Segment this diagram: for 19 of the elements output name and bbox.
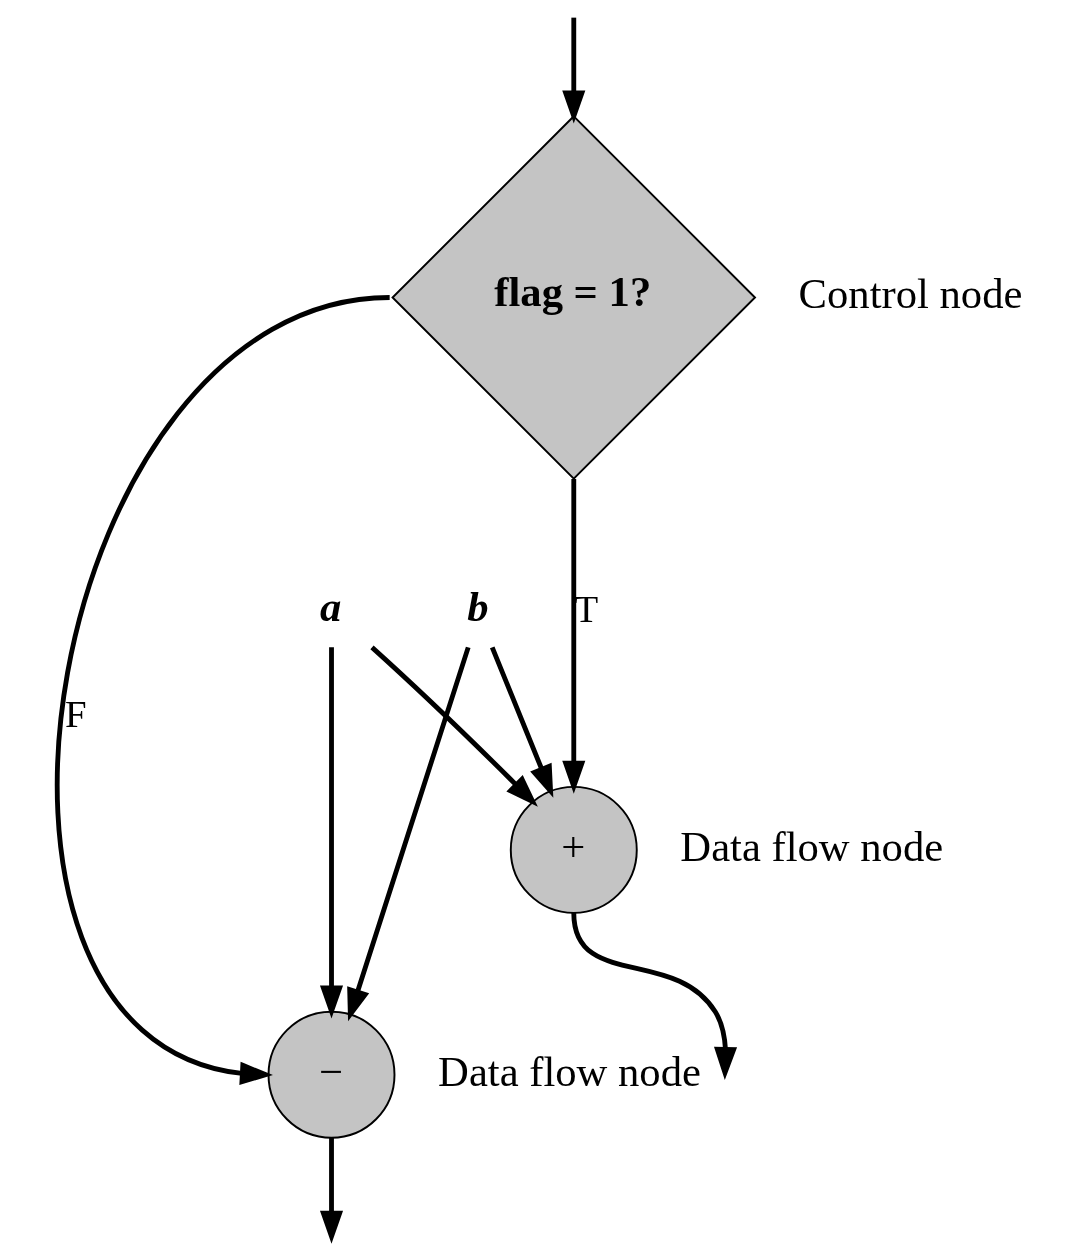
node-text: b — [467, 583, 489, 631]
arrow — [319, 1138, 344, 1244]
node-circle: − — [267, 1010, 396, 1139]
arrow — [55, 295, 391, 1085]
arrow — [347, 646, 471, 1022]
edge-label: F — [64, 691, 87, 735]
arrow — [562, 479, 586, 794]
arrow — [562, 17, 586, 124]
node-diamond: flag = 1? — [391, 114, 757, 481]
edge-label: T — [574, 587, 599, 631]
node-circle: + — [509, 785, 638, 914]
node-label: Data flow node — [438, 1047, 701, 1095]
arrow — [370, 645, 538, 807]
arrow — [571, 912, 738, 1080]
node-label: Control node — [798, 270, 1023, 318]
node-text: a — [319, 583, 342, 631]
node-label: Data flow node — [680, 822, 944, 870]
arrow — [489, 646, 554, 798]
arrow — [319, 647, 344, 1019]
